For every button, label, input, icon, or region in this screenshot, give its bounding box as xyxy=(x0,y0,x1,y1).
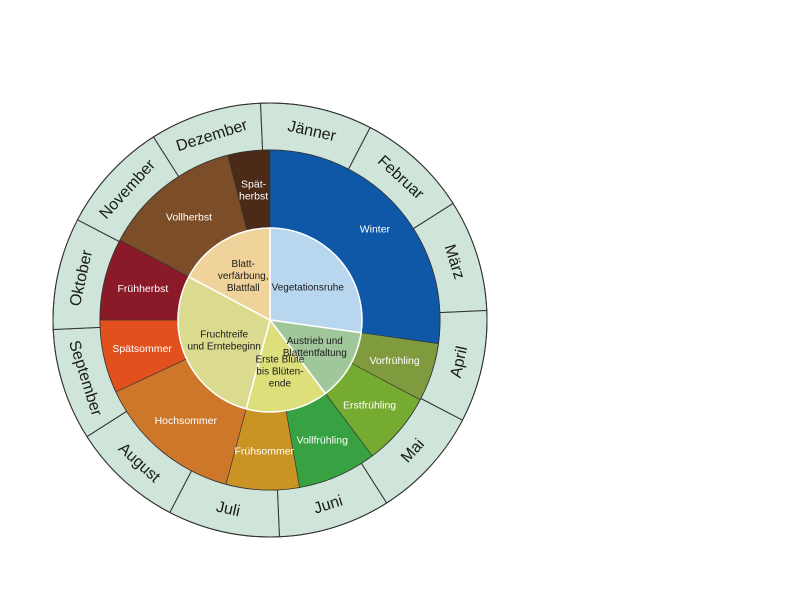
month-label-juli: Juli xyxy=(214,499,241,521)
season-label-vorfruhling: Vorfrühling xyxy=(369,355,419,367)
season-label-fruhherbst-line: Frühherbst xyxy=(118,283,169,295)
phase-label-erste-blute-bis-bluten-ende-line: bis Blüten- xyxy=(256,367,303,378)
phase-segment-fruchtreife-und-erntebeginn xyxy=(177,275,271,410)
season-label-spat-herbst-line: herbst xyxy=(239,191,268,203)
season-label-hochsommer-line: Hochsommer xyxy=(155,415,218,427)
phase-label-vegetationsruhe: Vegetationsruhe xyxy=(272,283,345,294)
month-label-april: April xyxy=(448,345,472,380)
phase-label-austrieb-und-blattentfaltung-line: Blattentfaltung xyxy=(283,348,347,359)
phase-label-fruchtreife-und-erntebeginn-line: und Erntebeginn xyxy=(187,341,260,352)
season-label-vollfruhling: Vollfrühling xyxy=(297,435,349,447)
season-label-spatsommer: Spätsommer xyxy=(112,343,172,355)
phase-segment-blatt-verfarbung-blattfall xyxy=(187,227,271,322)
season-label-spat-herbst-line: Spät- xyxy=(241,179,267,191)
season-label-fruhherbst: Frühherbst xyxy=(118,283,169,295)
season-label-fruhsommer-line: Frühsommer xyxy=(235,445,295,457)
season-label-hochsommer: Hochsommer xyxy=(155,415,218,427)
season-label-vollherbst-line: Vollherbst xyxy=(166,212,212,224)
season-label-erstfruhling: Erstfrühling xyxy=(343,400,396,412)
season-label-erstfruhling-line: Erstfrühling xyxy=(343,400,396,412)
season-label-vollherbst: Vollherbst xyxy=(166,212,212,224)
phase-label-blatt-verfarbung-blattfall-line: Blattfall xyxy=(227,283,260,294)
season-label-winter: Winter xyxy=(360,223,391,235)
season-label-vollfruhling-line: Vollfrühling xyxy=(297,435,349,447)
season-label-spatsommer-line: Spätsommer xyxy=(112,343,172,355)
phase-label-blatt-verfarbung-blattfall-line: Blatt- xyxy=(232,259,255,270)
phase-label-blatt-verfarbung-blattfall-line: verfärbung, xyxy=(218,271,269,282)
phase-segment-vegetationsruhe xyxy=(269,227,363,334)
phase-label-austrieb-und-blattentfaltung-line: Austrieb und xyxy=(287,336,343,347)
phase-ring xyxy=(177,227,363,413)
phase-label-erste-blute-bis-bluten-ende-line: Erste Blüte xyxy=(255,355,304,366)
phase-label-vegetationsruhe-line: Vegetationsruhe xyxy=(272,283,345,294)
phase-segment-erste-blute-bis-bluten-ende xyxy=(245,318,327,413)
season-label-spat-herbst: Spät-herbst xyxy=(239,179,268,203)
outer-border xyxy=(52,102,488,538)
phase-label-blatt-verfarbung-blattfall: Blatt-verfärbung,Blattfall xyxy=(218,259,269,294)
phase-label-erste-blute-bis-bluten-ende-line: ende xyxy=(269,379,292,390)
phase-segment-austrieb-und-blattentfaltung xyxy=(268,319,362,395)
season-label-vorfruhling-line: Vorfrühling xyxy=(369,355,419,367)
season-label-winter-line: Winter xyxy=(360,223,391,235)
phase-label-fruchtreife-und-erntebeginn-line: Fruchtreife xyxy=(200,329,248,340)
season-label-fruhsommer: Frühsommer xyxy=(235,445,295,457)
